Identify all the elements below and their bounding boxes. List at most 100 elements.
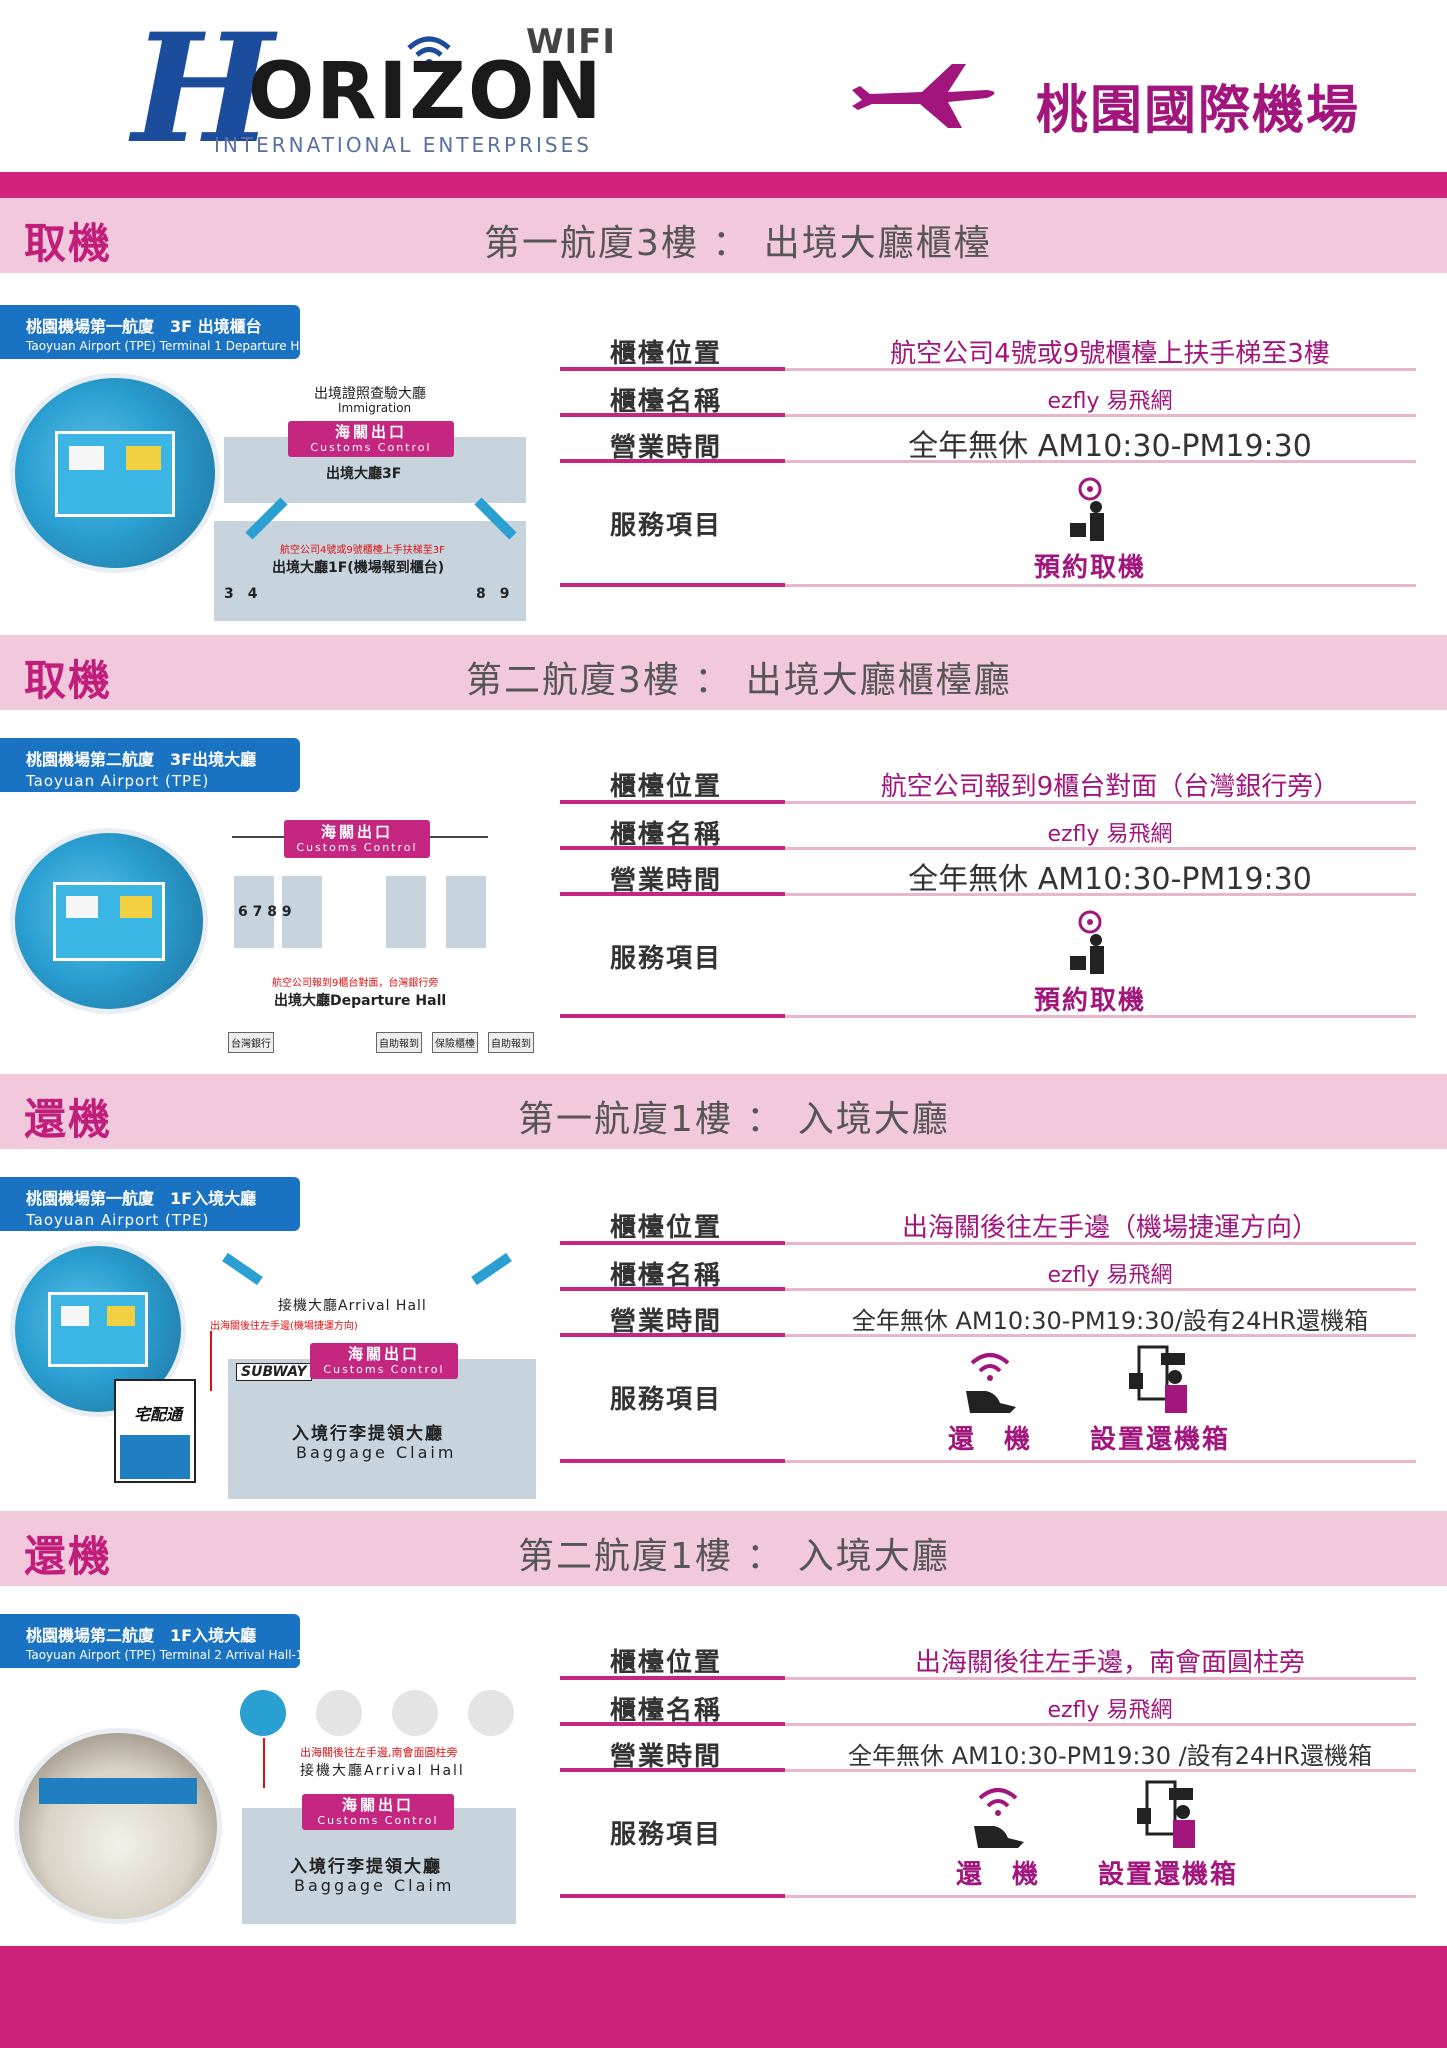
customs-label: 海關出口 Customs Control [284,820,430,858]
map-note: 出海關後往左手邊(機場捷運方向) [210,1321,358,1332]
header-divider [0,172,1447,198]
row-name: 櫃檯名稱 ezfly 易飛網 [560,1245,1416,1291]
counter-photo [14,1728,222,1924]
footer-band [0,1946,1447,2048]
section-4-title-bar: 還機 第二航廈1樓 ： 入境大廳 [0,1511,1447,1586]
service-pickup: 預約取機 [1000,906,1180,1017]
counter-numbers-left: 3 4 [224,586,258,602]
airport-title: 桃園國際機場 [1036,81,1361,141]
service-pickup: 預約取機 [1000,473,1180,584]
return-hand-icon [966,1353,1016,1413]
row-location: 櫃檯位置 出海關後往左手邊，南會面圓柱旁 [560,1632,1416,1680]
wifi-icon [407,36,451,67]
map-hall: 出境大廳3F [326,466,402,482]
escalator-right-icon [474,497,517,540]
customs-label: 海關出口 Customs Control [310,1343,458,1379]
logo-subtitle: INTERNATIONAL ENTERPRISES [214,133,592,157]
name-value: ezfly 易飛網 [1047,389,1173,414]
terminal-map: 海關出口 Customs Control 6 7 8 9 航空公司報到9櫃台對面… [220,810,550,1070]
terminal-map: 出境證照查驗大廳 Immigration 海關出口 Customs Contro… [214,373,534,633]
section-tag: 還機 [24,1532,113,1581]
baggage-claim: 入境行李提領大廳 [292,1424,444,1444]
return-hand-icon [974,1788,1024,1848]
pickup-person-icon [1070,910,1104,974]
hours-value: 全年無休 AM10:30-PM19:30 [908,862,1312,897]
logo-wordmark: ORIZON [248,47,604,137]
section-3-body: 桃園機場第一航廈 1F入境大廳 Taoyuan Airport (TPE) 宅配… [0,1149,1447,1511]
section-heading: 第二航廈3樓 ： 出境大廳櫃檯廳 [466,660,1012,701]
map-hall-1f: 出境大廳1F(機場報到櫃台) [272,560,445,576]
badge-title: 桃園機場第一航廈 3F 出境櫃台 [26,317,262,336]
logo-h: H [132,1,274,177]
terminal-badge: 桃園機場第一航廈 3F 出境櫃台 Taoyuan Airport (TPE) T… [0,305,332,359]
insurance-box: 保險櫃檯 [432,1032,478,1053]
counter-photo [10,1241,186,1417]
section-4-body: 桃園機場第二航廈 1F入境大廳 Taoyuan Airport (TPE) Te… [0,1586,1447,1946]
row-hours: 營業時間 全年無休 AM10:30-PM19:30/設有24HR還機箱 [560,1291,1416,1337]
section-tag: 還機 [24,1095,113,1144]
bank-box: 台灣銀行 [228,1032,274,1053]
section-3-title-bar: 還機 第一航廈1樓 ： 入境大廳 [0,1074,1447,1149]
location-value: 航空公司報到9櫃台對面（台灣銀行旁） [880,772,1340,802]
row-hours: 營業時間 全年無休 AM10:30-PM19:30 /設有24HR還機箱 [560,1726,1416,1772]
escalator-left-icon [245,497,288,540]
row-location: 櫃檯位置 航空公司4號或9號櫃檯上扶手梯至3樓 [560,325,1416,371]
row-service: 服務項目 還 機 設置還機箱 [560,1337,1416,1463]
section-heading: 第一航廈3樓 ： 出境大廳櫃檯 [484,223,992,264]
map-note: 出海關後往左手邊,南會面圓柱旁 [300,1746,458,1759]
row-hours: 營業時間 全年無休 AM10:30-PM19:30 [560,417,1416,464]
terminal-badge: 桃園機場第一航廈 1F入境大廳 Taoyuan Airport (TPE) [0,1177,300,1231]
terminal-badge: 桃園機場第二航廈 1F入境大廳 Taoyuan Airport (TPE) Te… [0,1614,310,1668]
row-service: 服務項目 預約取機 [560,463,1416,587]
row-name: 櫃檯名稱 ezfly 易飛網 [560,1680,1416,1726]
section-tag: 取機 [24,656,113,705]
row-service: 服務項目 預約取機 [560,896,1416,1018]
service-return-box: 設置還機箱 [1080,1343,1240,1456]
section-2-body: 桃園機場第二航廈 3F出境大廳 Taoyuan Airport (TPE) 海關… [0,710,1447,1074]
section-1-title-bar: 取機 第一航廈3樓 ： 出境大廳櫃檯 [0,198,1447,273]
customs-label: 海關出口 Customs Control [288,421,454,457]
hours-value: 全年無休 AM10:30-PM19:30/設有24HR還機箱 [851,1307,1369,1335]
airplane-icon [852,64,995,128]
section-tag: 取機 [24,219,113,268]
customs-label: 海關出口 Customs Control [302,1794,454,1830]
service-return: 還 機 [938,1780,1058,1891]
section-heading: 第二航廈1樓 ： 入境大廳 [518,1536,950,1577]
location-value: 航空公司4號或9號櫃檯上扶手梯至3樓 [890,339,1330,369]
baggage-claim-en: Baggage Claim [296,1443,457,1462]
return-box-icon [1137,1780,1195,1848]
service-return-box: 設置還機箱 [1088,1778,1248,1891]
row-location: 櫃檯位置 出海關後往左手邊（機場捷運方向） [560,1197,1416,1245]
subway-sign: SUBWAY [236,1363,312,1381]
counter-photo [10,373,220,573]
kiosk-box: 自助報到 [376,1032,422,1053]
map-immigration: 出境證照查驗大廳 [314,386,426,402]
counter-numbers-right: 8 9 [476,586,510,602]
hours-value: 全年無休 AM10:30-PM19:30 [908,429,1312,464]
section-2-title-bar: 取機 第二航廈3樓 ： 出境大廳櫃檯廳 [0,635,1447,710]
hours-value: 全年無休 AM10:30-PM19:30 /設有24HR還機箱 [848,1742,1372,1770]
name-value: ezfly 易飛網 [1047,1698,1173,1723]
counter-numbers: 6 7 8 9 [238,904,292,920]
map-immigration-en: Immigration [338,401,412,415]
escalator-right-icon [471,1252,512,1286]
row-service: 服務項目 還 機 設置還機箱 [560,1772,1416,1898]
pickup-person-icon [1070,477,1104,541]
section-1-body: 桃園機場第一航廈 3F 出境櫃台 Taoyuan Airport (TPE) T… [0,273,1447,635]
baggage-claim: 入境行李提領大廳 [290,1857,442,1877]
terminal-map: 出海關後往左手邊,南會面圓柱旁 接機大廳Arrival Hall 海關出口 Cu… [230,1686,550,1946]
map-note: 航空公司報到9櫃台對面，台灣銀行旁 [272,978,439,989]
terminal-badge: 桃園機場第二航廈 3F出境大廳 Taoyuan Airport (TPE) [0,738,300,792]
baggage-claim-en: Baggage Claim [294,1876,455,1895]
ezfly-kiosk: 宅配通 [114,1379,196,1483]
name-value: ezfly 易飛網 [1047,1263,1173,1288]
escalator-left-icon [222,1252,263,1286]
location-value: 出海關後往左手邊，南會面圓柱旁 [914,1648,1305,1678]
kiosk-box-2: 自助報到 [488,1032,534,1053]
row-name: 櫃檯名稱 ezfly 易飛網 [560,371,1416,417]
header: H ORIZON WIFI INTERNATIONAL ENTERPRISES … [0,0,1447,172]
map-hall: 出境大廳Departure Hall [274,993,447,1009]
service-return: 還 機 [930,1345,1050,1456]
row-hours: 營業時間 全年無休 AM10:30-PM19:30 [560,850,1416,897]
terminal-map: 接機大廳Arrival Hall 出海關後往左手邊(機場捷運方向) SUBWAY… [200,1239,550,1509]
